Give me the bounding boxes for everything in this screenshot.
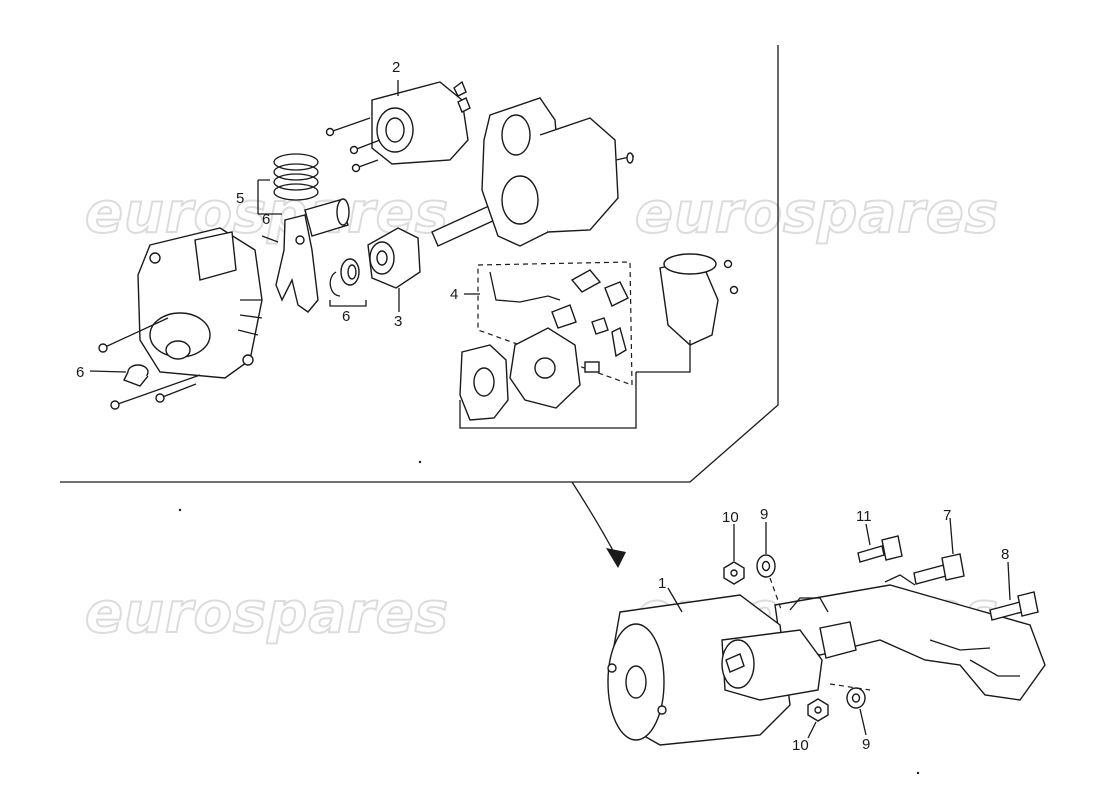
zoom-arrow-head [606, 548, 626, 568]
drive-end-housing [137, 227, 263, 379]
callout-6c: 6 [76, 364, 84, 381]
pin-part-6 [261, 235, 279, 243]
callout-8: 8 [1001, 546, 1009, 563]
dot-mark [418, 460, 422, 464]
callout-5: 5 [236, 190, 244, 207]
callout-3: 3 [394, 313, 402, 330]
washer-9-top [756, 554, 776, 578]
nut-10-top [723, 561, 745, 585]
band-cover [659, 253, 739, 346]
callout-4: 4 [450, 286, 458, 303]
motor-body [431, 97, 635, 247]
bolt-7 [913, 553, 965, 585]
washer-9-bottom [846, 687, 866, 709]
leader-6c [89, 370, 127, 373]
housing-screws [98, 317, 201, 410]
leader-1 [667, 587, 683, 613]
leader-10b [807, 721, 817, 739]
dash-guide [769, 577, 783, 613]
bush-part-6 [123, 364, 149, 387]
callout-1: 1 [658, 575, 666, 592]
leader-7 [949, 517, 954, 555]
circlip-washer-part-6 [329, 258, 360, 297]
nut-10-bottom [807, 698, 829, 722]
commutator-end-plate [509, 327, 600, 409]
bolt-11 [857, 535, 903, 563]
bracket-6b [329, 300, 367, 307]
callout-11: 11 [856, 508, 872, 525]
solenoid-screws [325, 117, 381, 173]
end-cap [459, 344, 509, 421]
installed-starter-motor [607, 574, 1046, 746]
solenoid-part-2 [371, 80, 471, 165]
bracket-band-link [636, 340, 691, 373]
bracket-end-group [459, 372, 637, 429]
leader-9b [859, 708, 867, 736]
detail-panel-border [60, 45, 779, 568]
solenoid-plunger [304, 198, 350, 237]
callout-9a: 9 [760, 506, 768, 523]
drive-pinion-part-3 [367, 227, 421, 289]
dot-mark [178, 508, 182, 512]
leader-8 [1007, 561, 1011, 601]
engagement-lever [275, 214, 319, 313]
callout-7: 7 [943, 507, 951, 524]
leader-11 [865, 523, 871, 546]
watermark-top-right: eurospares [635, 181, 999, 246]
dot-mark [916, 771, 920, 775]
callout-10b: 10 [792, 737, 809, 754]
brush-holder-part-4 [477, 261, 633, 386]
callout-10a: 10 [722, 509, 739, 526]
springs-part-5 [273, 153, 319, 201]
callout-9b: 9 [862, 736, 870, 753]
bolt-8 [989, 591, 1039, 621]
callout-6b: 6 [342, 308, 350, 325]
watermark-bottom-left: eurospares [85, 581, 449, 646]
callout-6a: 6 [262, 211, 270, 228]
dash-guide [829, 683, 871, 691]
bracket-5 [257, 179, 282, 215]
callout-2: 2 [392, 59, 400, 76]
